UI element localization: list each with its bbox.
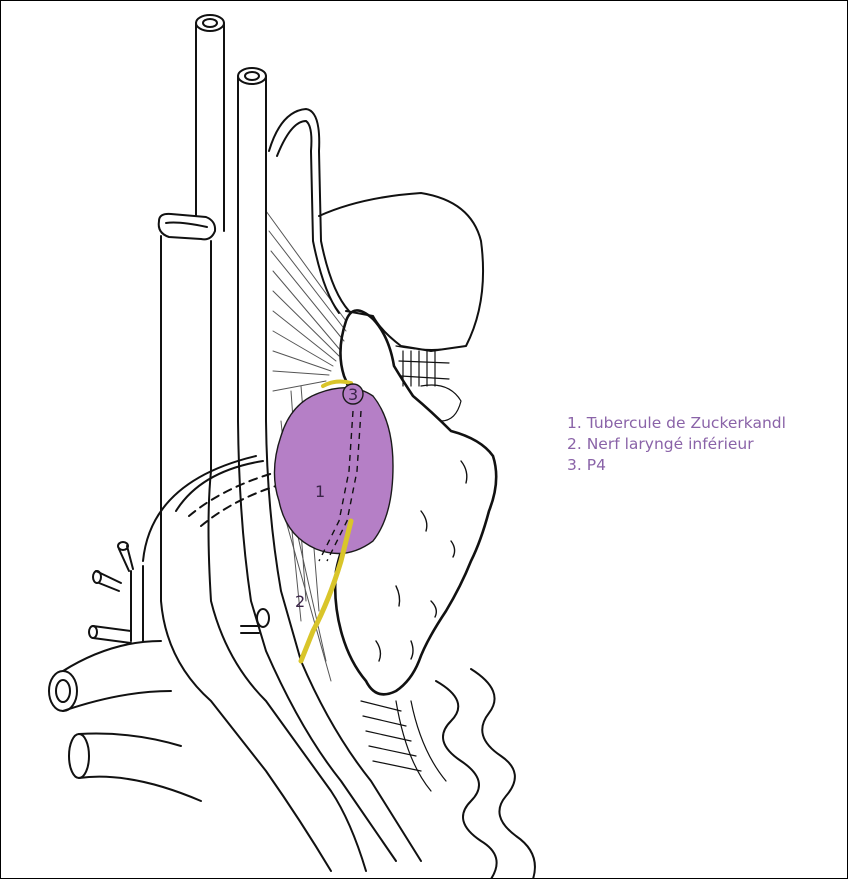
marker-2: 2 — [295, 592, 305, 611]
thyroid-artery-branches — [89, 456, 263, 643]
subclavian-artery — [49, 641, 201, 801]
trachea — [361, 701, 446, 791]
marker-1: 1 — [315, 482, 325, 501]
legend-item-3: 3. P4 — [567, 455, 786, 476]
legend-item-2: 2. Nerf laryngé inférieur — [567, 434, 786, 455]
legend: 1. Tubercule de Zuckerkandl 2. Nerf lary… — [567, 413, 786, 476]
zuckerkandl-tubercle — [274, 388, 393, 554]
esophagus — [436, 669, 535, 879]
marker-3: 3 — [348, 385, 358, 404]
legend-item-1: 1. Tubercule de Zuckerkandl — [567, 413, 786, 434]
carotid-artery-left — [196, 15, 224, 231]
